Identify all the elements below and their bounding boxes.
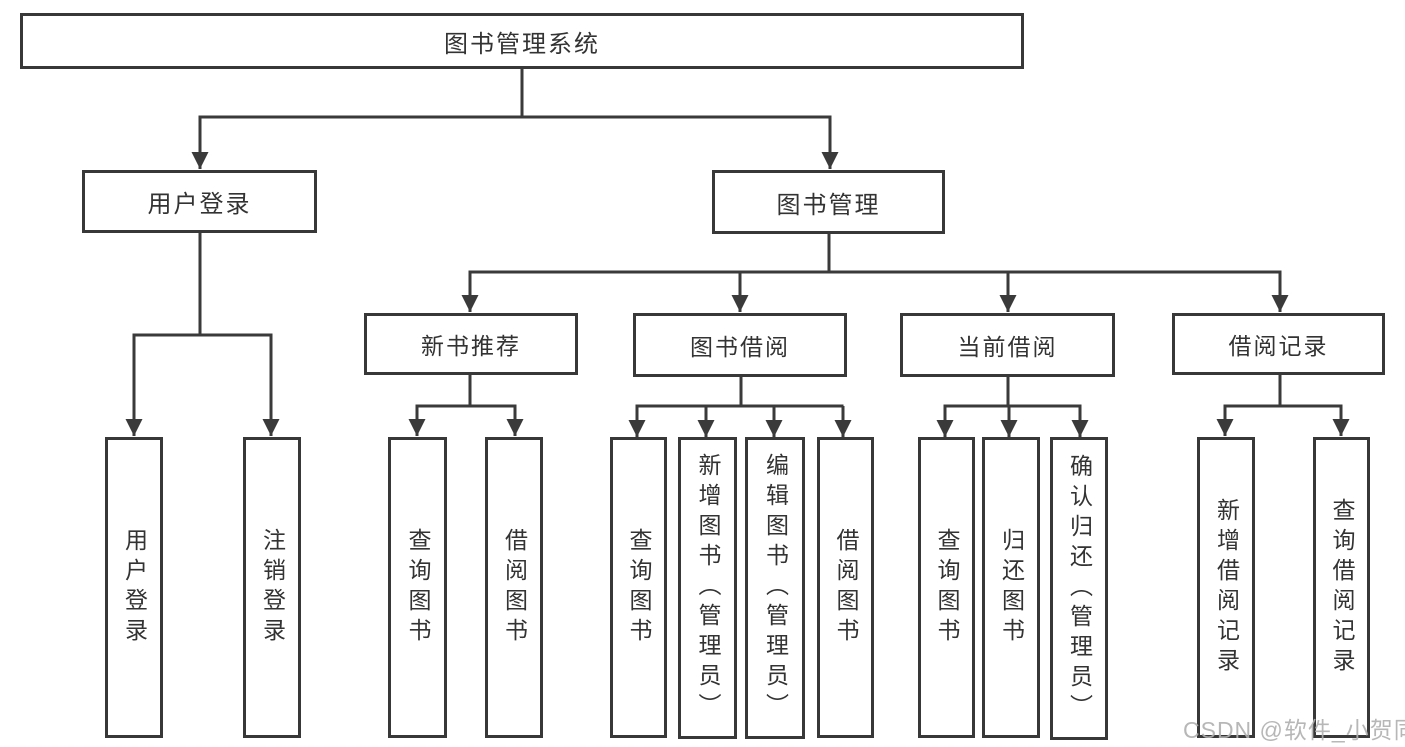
node-label: 确认归还（管理员） [1066,453,1093,724]
leaf-edit-book-admin: 编辑图书（管理员） [745,437,805,739]
leaf-return-book: 归还图书 [982,437,1040,738]
connector-user-login-children [125,233,280,436]
node-label: 注销登录 [259,527,286,648]
node-current-borrow: 当前借阅 [900,313,1115,377]
node-label: 查询图书 [626,527,652,648]
leaf-borrow-books-recommend: 借阅图书 [485,437,543,738]
connector-new-book-recommend-children [408,375,524,436]
node-library-management-system: 图书管理系统 [20,13,1024,69]
node-label: 查询图书 [934,527,960,648]
node-borrow-records: 借阅记录 [1172,313,1385,375]
node-label: 查询借阅记录 [1329,497,1355,678]
connector-current-borrow-children [936,377,1089,437]
leaf-query-books-borrow: 查询图书 [610,437,667,738]
connector-book-management-children [461,234,1289,312]
csdn-watermark: CSDN @软件_小贺同学 [1183,717,1405,743]
node-label: 新增借阅记录 [1213,497,1240,678]
leaf-query-books-recommend: 查询图书 [388,437,447,738]
leaf-query-borrow-record: 查询借阅记录 [1313,437,1370,738]
node-label: 编辑图书（管理员） [762,453,789,723]
node-label: 图书借阅 [690,334,790,360]
connector-book-borrow-children [628,377,852,437]
node-user-login: 用户登录 [82,170,317,233]
leaf-confirm-return-admin: 确认归还（管理员） [1050,437,1108,740]
leaf-query-books-current: 查询图书 [918,437,975,738]
connector-borrow-records-children [1216,375,1350,436]
node-label: 归还图书 [998,527,1025,648]
leaf-logout: 注销登录 [243,437,301,738]
node-label: 图书管理 [776,191,881,219]
node-label: 借阅图书 [833,527,859,648]
node-label: 新书推荐 [421,333,521,359]
leaf-user-login: 用户登录 [105,437,163,738]
node-label: 图书管理系统 [444,30,600,58]
node-book-management: 图书管理 [712,170,945,234]
node-book-borrow: 图书借阅 [633,313,847,377]
node-label: 用户登录 [121,527,148,648]
leaf-add-borrow-record: 新增借阅记录 [1197,437,1255,738]
connector-root-to-level2 [191,69,839,169]
leaf-borrow-books: 借阅图书 [817,437,874,738]
node-label: 查询图书 [405,527,431,648]
node-label: 借阅记录 [1228,333,1329,359]
leaf-add-book-admin: 新增图书（管理员） [678,437,737,739]
node-label: 新增图书（管理员） [695,453,721,723]
node-new-book-recommend: 新书推荐 [364,313,578,375]
node-label: 当前借阅 [957,334,1058,360]
node-label: 用户登录 [147,191,252,218]
node-label: 借阅图书 [501,527,528,648]
